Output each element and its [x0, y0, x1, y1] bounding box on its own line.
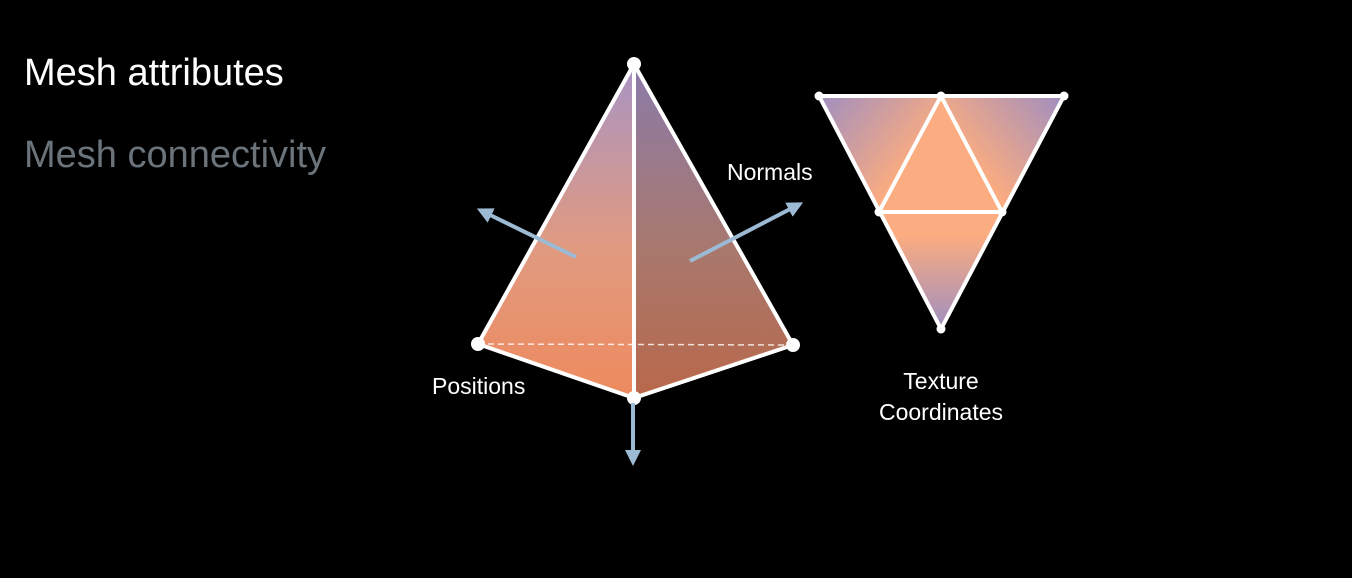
positions-label: Positions	[432, 373, 526, 399]
vertex-left	[471, 337, 485, 351]
texture-inner-edges	[877, 94, 1004, 214]
bullet-mesh-connectivity: Mesh connectivity	[24, 134, 327, 176]
texture-bottom-face	[879, 212, 1002, 329]
texture-top-right-face	[941, 96, 1064, 212]
bullet-mesh-attributes: Mesh attributes	[24, 52, 284, 94]
texture-label-line2: Coordinates	[878, 399, 1004, 426]
texture-top-left-face	[819, 96, 941, 212]
pyramid-right-face	[634, 64, 793, 398]
texture-triangle	[814, 91, 1069, 334]
vertex-top	[627, 57, 641, 71]
texture-center-face	[879, 96, 1002, 212]
texture-vertex	[814, 91, 824, 101]
vertex-right	[786, 338, 800, 352]
vertex-bottom	[627, 391, 641, 405]
normals-label: Normals	[727, 159, 813, 185]
normal-arrow-left	[476, 208, 577, 259]
normal-arrow-right	[689, 202, 804, 263]
texture-vertex	[936, 91, 946, 101]
texture-coordinates-label: Texture Coordinates	[861, 366, 1021, 428]
pyramid-shape	[471, 57, 800, 405]
texture-label-line1: Texture	[903, 368, 979, 394]
pyramid-hidden-edge	[477, 343, 794, 346]
pyramid-left-face	[478, 64, 634, 398]
texture-vertex	[1059, 91, 1069, 101]
texture-vertex	[997, 207, 1007, 217]
bullet-list: Mesh attributes Mesh connectivity	[24, 54, 326, 174]
texture-vertex	[936, 324, 946, 334]
normal-arrows	[476, 202, 804, 466]
texture-vertex	[874, 207, 884, 217]
